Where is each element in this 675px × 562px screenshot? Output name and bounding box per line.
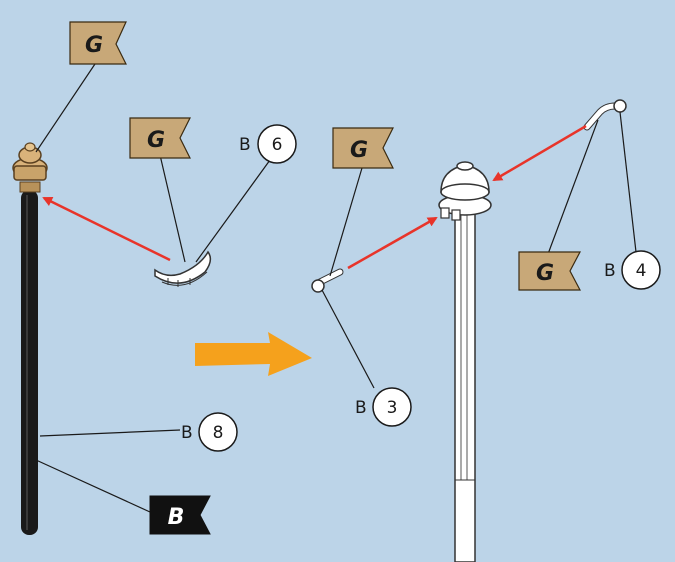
flag-b-bottom: B xyxy=(149,495,211,535)
flag-letter: G xyxy=(536,261,554,286)
callout-part-3: B 3 xyxy=(355,387,412,427)
flag-g-middle-right: G xyxy=(332,127,394,169)
curved-bracket-part xyxy=(154,250,212,287)
white-pole xyxy=(454,209,476,562)
gold-finial xyxy=(12,142,48,193)
callout-part-8: B 8 xyxy=(181,412,238,452)
flag-g-top-left: G xyxy=(69,21,127,65)
flag-letter: G xyxy=(147,128,165,153)
flag-letter: G xyxy=(85,33,103,58)
bent-rod-part xyxy=(583,99,627,131)
next-step-arrow xyxy=(195,332,312,376)
flag-letter: G xyxy=(350,138,368,163)
black-pole xyxy=(21,190,38,535)
callout-part-6: B 6 xyxy=(239,124,297,164)
callout-number: 4 xyxy=(636,261,647,281)
pole-top-fitting xyxy=(438,161,492,221)
callout-number: 6 xyxy=(272,135,283,155)
assembly-arrows xyxy=(42,124,587,270)
small-knob-part xyxy=(311,268,344,293)
callout-prefix: B xyxy=(355,398,367,418)
callout-prefix: B xyxy=(181,423,193,443)
callout-prefix: B xyxy=(604,261,616,281)
flag-letter: B xyxy=(168,505,185,530)
callout-number: 8 xyxy=(213,423,224,443)
callout-prefix: B xyxy=(239,135,251,155)
leader-lines xyxy=(35,57,637,513)
callout-part-4: B 4 xyxy=(604,250,661,290)
callout-number: 3 xyxy=(387,398,398,418)
flag-g-middle-left: G xyxy=(129,117,191,159)
flag-g-right: G xyxy=(518,251,581,291)
